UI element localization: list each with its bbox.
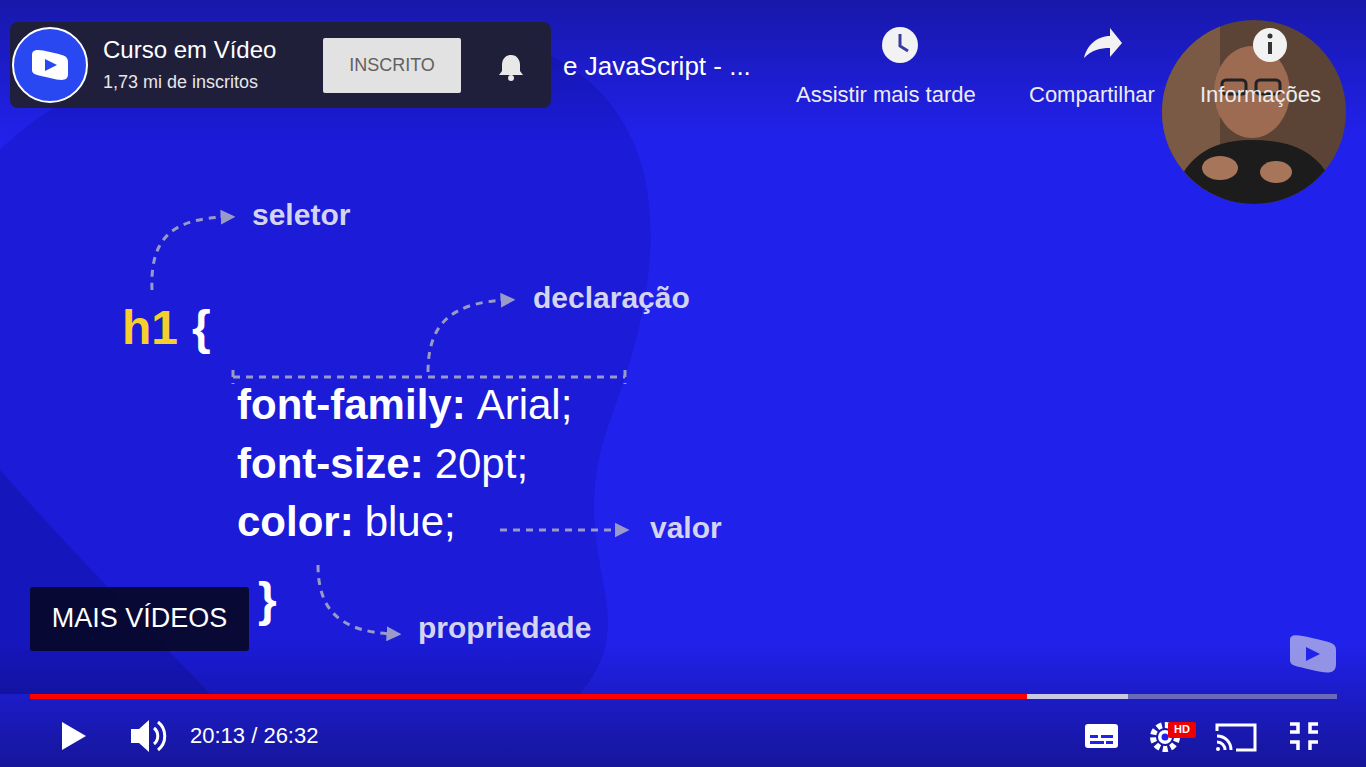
more-videos-box: MAIS VÍDEOS bbox=[30, 587, 249, 651]
css-property: color: bbox=[237, 498, 354, 546]
node-text: 1,73 mi de inscritos bbox=[103, 72, 258, 93]
share-icon bbox=[1084, 28, 1122, 58]
leader-lines bbox=[152, 217, 625, 634]
info-icon bbox=[1253, 28, 1287, 62]
css-value: Arial; bbox=[477, 381, 573, 429]
css-value: 20pt; bbox=[435, 440, 528, 488]
diagram-label: propriedade bbox=[418, 611, 591, 646]
progress-buffer bbox=[1027, 694, 1128, 699]
subtitles-icon bbox=[1085, 724, 1118, 748]
hd-badge bbox=[1168, 722, 1196, 738]
watermark-logo bbox=[1306, 647, 1320, 661]
time-display: 20:13 / 26:32 bbox=[190, 723, 318, 748]
css-property: font-size: bbox=[237, 440, 424, 488]
action-label: Compartilhar bbox=[1029, 82, 1155, 107]
css-brace: { bbox=[192, 300, 211, 355]
node-text: INSCRITO bbox=[349, 55, 435, 76]
css-value: blue; bbox=[365, 498, 456, 546]
cast-icon bbox=[1217, 725, 1255, 750]
cast-icon bbox=[1216, 747, 1220, 751]
presenter-avatar bbox=[1160, 18, 1350, 210]
channel-logo bbox=[10, 22, 110, 108]
play-icon bbox=[62, 722, 86, 750]
diagram-label: seletor bbox=[252, 198, 350, 233]
css-selector: h1 bbox=[122, 300, 178, 355]
video-title: e JavaScript - ... bbox=[563, 52, 751, 82]
watch-later-icon bbox=[882, 27, 918, 63]
watermark-logo bbox=[1290, 635, 1336, 672]
hd-text: HD bbox=[1174, 723, 1190, 736]
diagram-label: valor bbox=[650, 511, 722, 546]
diagram-label: declaração bbox=[533, 281, 690, 316]
node-text: MAIS VÍDEOS bbox=[52, 603, 228, 634]
action-label: Informações bbox=[1200, 82, 1321, 107]
bell-icon bbox=[496, 52, 526, 82]
top-shade bbox=[0, 0, 1366, 140]
action-label: Assistir mais tarde bbox=[796, 82, 976, 107]
channel-panel: Curso em Vídeo 1,73 mi de inscritos INSCRI… bbox=[10, 22, 551, 108]
css-property: font-family: bbox=[237, 381, 466, 429]
css-brace: } bbox=[258, 572, 277, 627]
volume-icon bbox=[131, 720, 165, 752]
subscribed-button: INSCRITO bbox=[323, 38, 461, 93]
exit-fullscreen-icon bbox=[1290, 724, 1318, 750]
node-text: Curso em Vídeo bbox=[103, 36, 276, 64]
bottom-shade bbox=[0, 640, 1366, 767]
progress-played bbox=[30, 694, 1027, 699]
progress-track bbox=[30, 694, 1337, 699]
